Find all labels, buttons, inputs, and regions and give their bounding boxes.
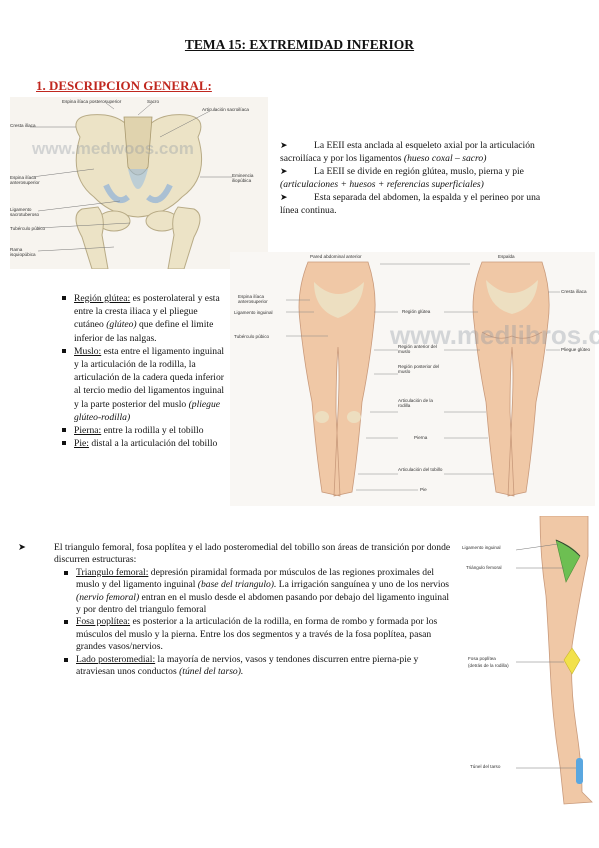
label-region-glutea: Región glútea xyxy=(402,309,431,314)
arrow-bullet-icon: ➤ xyxy=(280,192,288,203)
label-tunel-tarso: Túnel del tarso xyxy=(470,764,501,769)
pelvis-illustration xyxy=(10,97,268,270)
pelvis-figure: www.medwoos.com Espina ilíaca posterosup… xyxy=(10,97,268,270)
watermark: www.medlibros.com xyxy=(390,320,599,350)
list-item: Fosa poplítea: es posterior a la articul… xyxy=(62,616,456,653)
list-item: Lado posteromedial: la mayoría de nervio… xyxy=(62,654,456,679)
region-list: Región glútea: es posterolateral y esta … xyxy=(60,292,224,450)
page-title: TEMA 15: EXTREMIDAD INFERIOR xyxy=(184,37,415,52)
label-sacro: Sacro xyxy=(147,99,160,104)
label-pierna: Pierna xyxy=(414,435,428,440)
body-regions-illustration xyxy=(286,261,560,497)
label-fosa-poplitea-sub: (detrás de la rodilla) xyxy=(468,663,509,668)
label-fosa-poplitea: Fosa poplítea xyxy=(468,656,496,661)
transition-section: ➤El triangulo femoral, fosa poplítea y e… xyxy=(18,542,456,679)
label-rama-isquiopubica: Rama isquiopúbica xyxy=(10,247,36,257)
list-item: Pierna: entre la rodilla y el tobillo xyxy=(60,424,224,437)
label-articulacion-tobillo: Articulación del tobillo xyxy=(398,467,443,472)
label-cresta-iliaca: Cresta ilíaca xyxy=(10,123,36,128)
label-cresta-iliaca: Cresta ilíaca xyxy=(561,289,587,294)
intro-text: ➤La EEII esta anclada al esqueleto axial… xyxy=(280,139,550,218)
transition-intro: ➤El triangulo femoral, fosa poplítea y e… xyxy=(18,542,451,566)
label-ligamento-inguinal: Ligamento inguinal xyxy=(462,545,501,550)
label-articulacion-rodilla: Articulación de la rodilla xyxy=(398,398,433,408)
label-espalda: Espalda xyxy=(498,254,515,259)
watermark: www.medwoos.com xyxy=(32,139,194,158)
label-eminencia-iliopubica: Eminencia iliopúbica xyxy=(232,173,254,183)
label-region-anterior: Región anterior del muslo xyxy=(398,344,437,354)
label-region-posterior: Región posterior del muslo xyxy=(398,364,440,374)
list-item: Triangulo femoral: depresión piramidal f… xyxy=(62,567,456,617)
leg-illustration xyxy=(515,515,593,805)
body-regions-figure: www.medlibros.com Pared abdominal anteri… xyxy=(230,252,599,506)
list-item: Pie: distal a la articulación del tobill… xyxy=(60,437,224,450)
label-ligamento-inguinal: Ligamento inguinal xyxy=(234,310,273,315)
intro-paragraph-2: ➤La EEII se divide en región glútea, mus… xyxy=(280,166,524,190)
arrow-bullet-icon: ➤ xyxy=(280,140,288,150)
label-tuberculo-pubico: Tubérculo púbico xyxy=(234,334,270,339)
label-espina-iliaca: Espina ilíaca anterosuperior xyxy=(238,294,268,304)
label-espina-anterosuperior: Espina ilíaca anterosuperior xyxy=(10,175,40,185)
intro-paragraph-3: ➤Esta separada del abdomen, la espalda y… xyxy=(280,192,541,216)
label-ligamento-sacrotuberoso: Ligamento sacrotuberoso xyxy=(10,207,40,217)
label-pared-abdominal: Pared abdominal anterior xyxy=(310,254,362,259)
list-item: Región glútea: es posterolateral y esta … xyxy=(60,292,224,345)
label-triangulo-femoral: Triángulo femoral xyxy=(466,565,502,570)
label-tuberculo-pubico: Tubérculo púbico xyxy=(10,226,46,231)
arrow-bullet-icon: ➤ xyxy=(18,542,27,553)
label-espina-posterosuperior: Espina ilíaca posterosuperior xyxy=(62,99,122,104)
label-pie: Pie xyxy=(420,487,427,492)
label-articulacion-sacroiliaca: Articulación sacroilíaca xyxy=(202,107,249,112)
section-heading: 1. DESCRIPCION GENERAL: xyxy=(36,78,212,93)
list-item: Muslo: esta entre el ligamento inguinal … xyxy=(60,345,224,424)
label-pliegue-gluteo: Pliegue glúteo xyxy=(561,347,591,352)
intro-paragraph-1: ➤La EEII esta anclada al esqueleto axial… xyxy=(280,140,535,164)
arrow-bullet-icon: ➤ xyxy=(280,166,288,177)
leg-figure: Ligamento inguinal Triángulo femoral Fos… xyxy=(460,515,596,806)
